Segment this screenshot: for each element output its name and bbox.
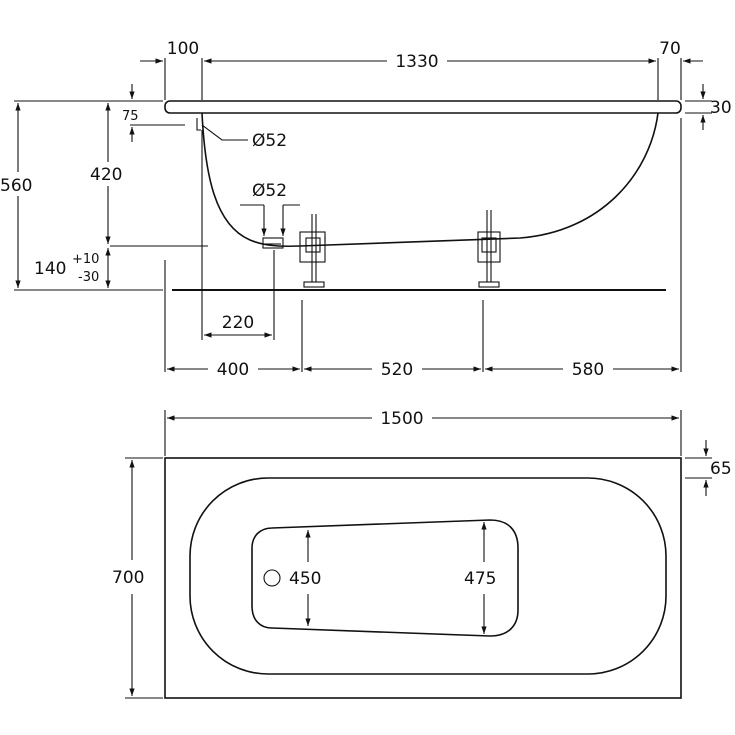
dim-foot-tol-minus: -30 — [78, 270, 99, 285]
dim-bottom-width-right: 475 — [464, 569, 496, 589]
tub-bottom-area — [251, 519, 519, 637]
tub-body — [201, 112, 659, 248]
drain-hole — [263, 569, 281, 587]
dim-top-inner-length: 1330 — [395, 52, 438, 72]
drain-outlet — [262, 237, 284, 249]
dim-top-right-rim: 70 — [659, 39, 681, 59]
dim-foot-distance-3: 580 — [572, 360, 604, 380]
dim-foot-distance-2: 520 — [381, 360, 413, 380]
dim-rim-thickness: 30 — [710, 98, 732, 118]
side-view: 100 1330 70 30 75 Ø52 560 420 140 +10 -3… — [0, 39, 732, 380]
tub-rim — [164, 100, 682, 114]
top-view: 1500 700 65 450 475 — [112, 409, 732, 699]
dim-drain-diameter: Ø52 — [252, 181, 287, 201]
dim-total-height: 560 — [0, 176, 32, 196]
tub-foot-left — [299, 214, 326, 288]
dim-foot-height: 140 — [34, 259, 66, 279]
dim-inner-depth: 420 — [90, 165, 122, 185]
dim-total-width: 700 — [112, 568, 144, 588]
dim-top-left-rim: 100 — [167, 39, 199, 59]
dim-overflow-diameter: Ø52 — [252, 131, 287, 151]
tub-outline — [164, 457, 682, 699]
tub-inner-basin — [189, 477, 667, 675]
dim-foot-distance-1: 400 — [217, 360, 249, 380]
dim-rim-to-overflow: 75 — [122, 109, 139, 124]
overflow-detail — [196, 118, 201, 131]
dim-bottom-width-left: 450 — [289, 569, 321, 589]
dim-drain-offset: 220 — [222, 313, 254, 333]
tub-foot-right — [477, 210, 501, 288]
dim-total-length: 1500 — [380, 409, 423, 429]
dim-foot-tol-plus: +10 — [72, 252, 99, 267]
dim-rim-width: 65 — [710, 459, 732, 479]
